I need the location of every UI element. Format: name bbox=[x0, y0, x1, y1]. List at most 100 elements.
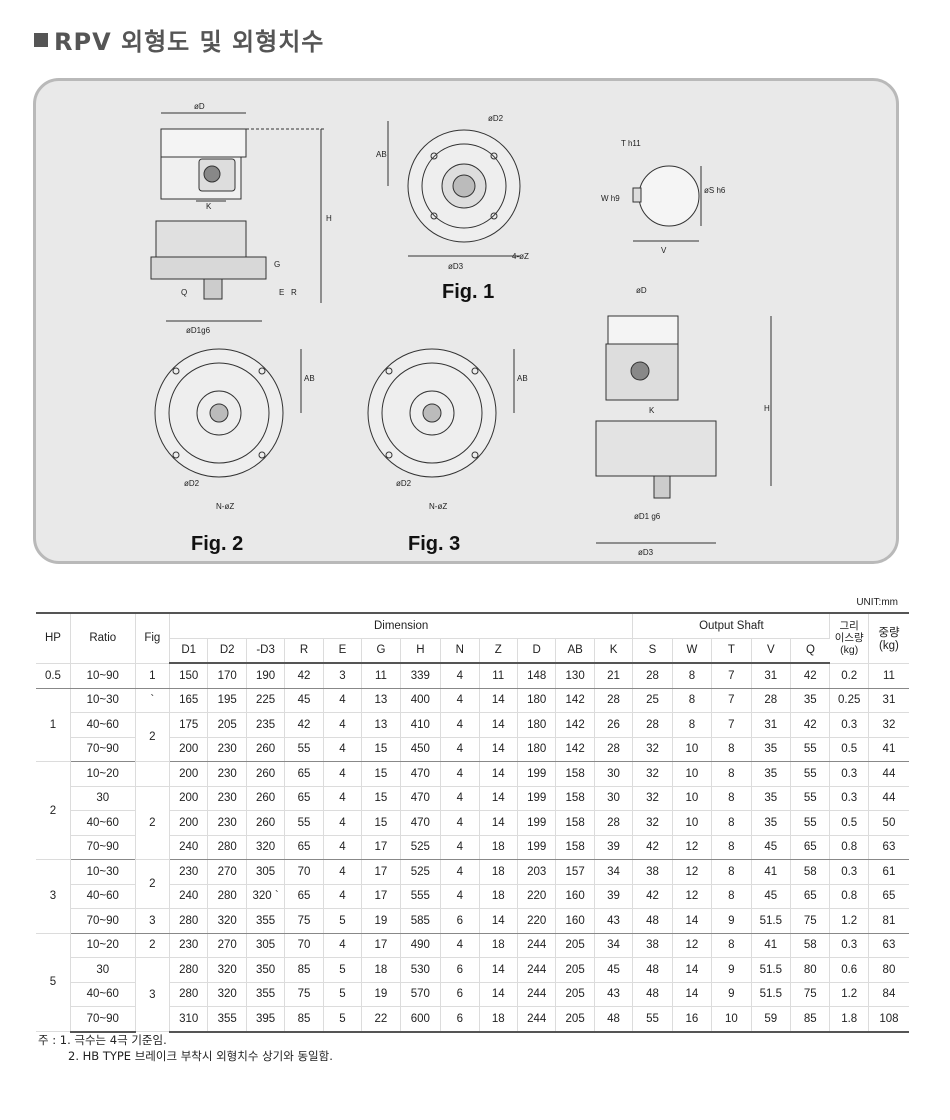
cell-weight: 50 bbox=[868, 810, 909, 836]
cell-shaft: 7 bbox=[711, 712, 752, 738]
dim-label-Th11: T h11 bbox=[621, 139, 641, 148]
dim-label-K-fig3: K bbox=[649, 406, 655, 415]
cell-dim: 230 bbox=[207, 761, 247, 787]
cell-dim: 14 bbox=[479, 737, 518, 762]
cell-weight: 84 bbox=[868, 982, 909, 1007]
cell-shaft: 14 bbox=[672, 908, 713, 934]
cell-shaft: 35 bbox=[751, 761, 792, 787]
cell-dim: 75 bbox=[284, 908, 324, 934]
cell-dim: 48 bbox=[594, 1006, 634, 1033]
cell-dim: 45 bbox=[284, 688, 324, 713]
cell-dim: 205 bbox=[555, 957, 595, 983]
cell-dim: 244 bbox=[517, 982, 557, 1007]
cell-dim: 355 bbox=[246, 908, 286, 934]
cell-dim: 142 bbox=[555, 688, 595, 713]
cell-grease: 0.3 bbox=[829, 859, 869, 885]
cell-grease: 1.8 bbox=[829, 1006, 869, 1033]
cell-dim: 6 bbox=[440, 957, 480, 983]
cell-dim: 230 bbox=[207, 737, 247, 762]
cell-shaft: 7 bbox=[711, 688, 752, 713]
header-dimension: Dimension bbox=[169, 612, 634, 639]
cell-dim: 199 bbox=[517, 810, 557, 836]
cell-dim: 320 bbox=[207, 908, 247, 934]
cell-dim: 305 bbox=[246, 859, 286, 885]
cell-fig: 2 bbox=[135, 859, 171, 909]
cell-ratio: 70~90 bbox=[70, 737, 136, 762]
cell-dim: 410 bbox=[400, 712, 442, 738]
cell-shaft: 59 bbox=[751, 1006, 792, 1033]
header-fig: Fig bbox=[135, 612, 171, 664]
cell-dim: 18 bbox=[479, 1006, 518, 1033]
cell-dim: 200 bbox=[169, 737, 209, 762]
cell-shaft: 35 bbox=[790, 688, 831, 713]
dim-label-phiD1g6: øD1g6 bbox=[186, 326, 211, 335]
cell-grease: 0.8 bbox=[829, 884, 869, 909]
header-dim-col: K bbox=[594, 638, 634, 664]
cell-dim: 280 bbox=[207, 884, 247, 909]
cell-dim: 199 bbox=[517, 761, 557, 787]
fig2-flange-view bbox=[154, 348, 302, 478]
cell-ratio: 40~60 bbox=[70, 884, 136, 909]
cell-ratio: 10~20 bbox=[70, 761, 136, 787]
cell-dim: 400 bbox=[400, 688, 442, 713]
dim-label-AB-fig3: AB bbox=[517, 374, 528, 383]
cell-dim: 30 bbox=[594, 786, 634, 811]
cell-dim: 158 bbox=[555, 786, 595, 811]
cell-hp: 5 bbox=[36, 933, 71, 1032]
cell-dim: 14 bbox=[479, 810, 518, 836]
fig1-label: Fig. 1 bbox=[442, 281, 495, 303]
cell-dim: 355 bbox=[207, 1006, 247, 1033]
dimension-table: HP Ratio Fig Dimension Output Shaft 그리 이… bbox=[36, 612, 909, 1033]
cell-dim: 200 bbox=[169, 786, 209, 811]
fig2-label: Fig. 2 bbox=[191, 533, 244, 555]
cell-dim: 18 bbox=[479, 859, 518, 885]
cell-dim: 18 bbox=[479, 884, 518, 909]
cell-shaft: 80 bbox=[790, 957, 831, 983]
cell-dim: 65 bbox=[284, 835, 324, 860]
cell-dim: 225 bbox=[246, 688, 286, 713]
cell-shaft: 35 bbox=[751, 786, 792, 811]
cell-dim: 13 bbox=[361, 712, 401, 738]
cell-dim: 260 bbox=[246, 786, 286, 811]
cell-shaft: 32 bbox=[632, 761, 673, 787]
cell-hp: 0.5 bbox=[36, 663, 71, 689]
dim-label-R: R bbox=[291, 288, 297, 297]
cell-dim: 355 bbox=[246, 982, 286, 1007]
cell-dim: 55 bbox=[284, 737, 324, 762]
cell-dim: 42 bbox=[284, 712, 324, 738]
cell-shaft: 55 bbox=[632, 1006, 673, 1033]
cell-dim: 230 bbox=[207, 810, 247, 836]
header-shaft-col: Q bbox=[790, 638, 830, 664]
cell-dim: 85 bbox=[284, 957, 324, 983]
cell-dim: 320 bbox=[207, 957, 247, 983]
cell-shaft: 8 bbox=[672, 712, 713, 738]
cell-shaft: 28 bbox=[632, 663, 673, 689]
cell-dim: 205 bbox=[555, 933, 595, 958]
cell-dim: 6 bbox=[440, 982, 480, 1007]
cell-weight: 32 bbox=[868, 712, 909, 738]
cell-shaft: 41 bbox=[751, 933, 792, 958]
cell-ratio: 30 bbox=[70, 957, 136, 983]
cell-dim: 525 bbox=[400, 835, 442, 860]
dim-label-AB-fig1: AB bbox=[376, 150, 387, 159]
page-title-text: RPV 외형도 및 외형치수 bbox=[54, 28, 325, 56]
cell-shaft: 58 bbox=[790, 859, 831, 885]
cell-dim: 180 bbox=[517, 712, 557, 738]
cell-shaft: 55 bbox=[790, 786, 831, 811]
header-dim-col: D2 bbox=[207, 638, 247, 664]
cell-dim: 320 bbox=[246, 835, 286, 860]
header-dim-col: -D3 bbox=[246, 638, 286, 664]
cell-dim: 34 bbox=[594, 859, 634, 885]
cell-dim: 4 bbox=[323, 786, 363, 811]
cell-grease: 0.5 bbox=[829, 737, 869, 762]
cell-shaft: 8 bbox=[711, 884, 752, 909]
cell-dim: 28 bbox=[594, 688, 634, 713]
cell-shaft: 8 bbox=[672, 688, 713, 713]
cell-dim: 45 bbox=[594, 957, 634, 983]
cell-shaft: 38 bbox=[632, 859, 673, 885]
cell-dim: 240 bbox=[169, 835, 209, 860]
cell-weight: 31 bbox=[868, 688, 909, 713]
